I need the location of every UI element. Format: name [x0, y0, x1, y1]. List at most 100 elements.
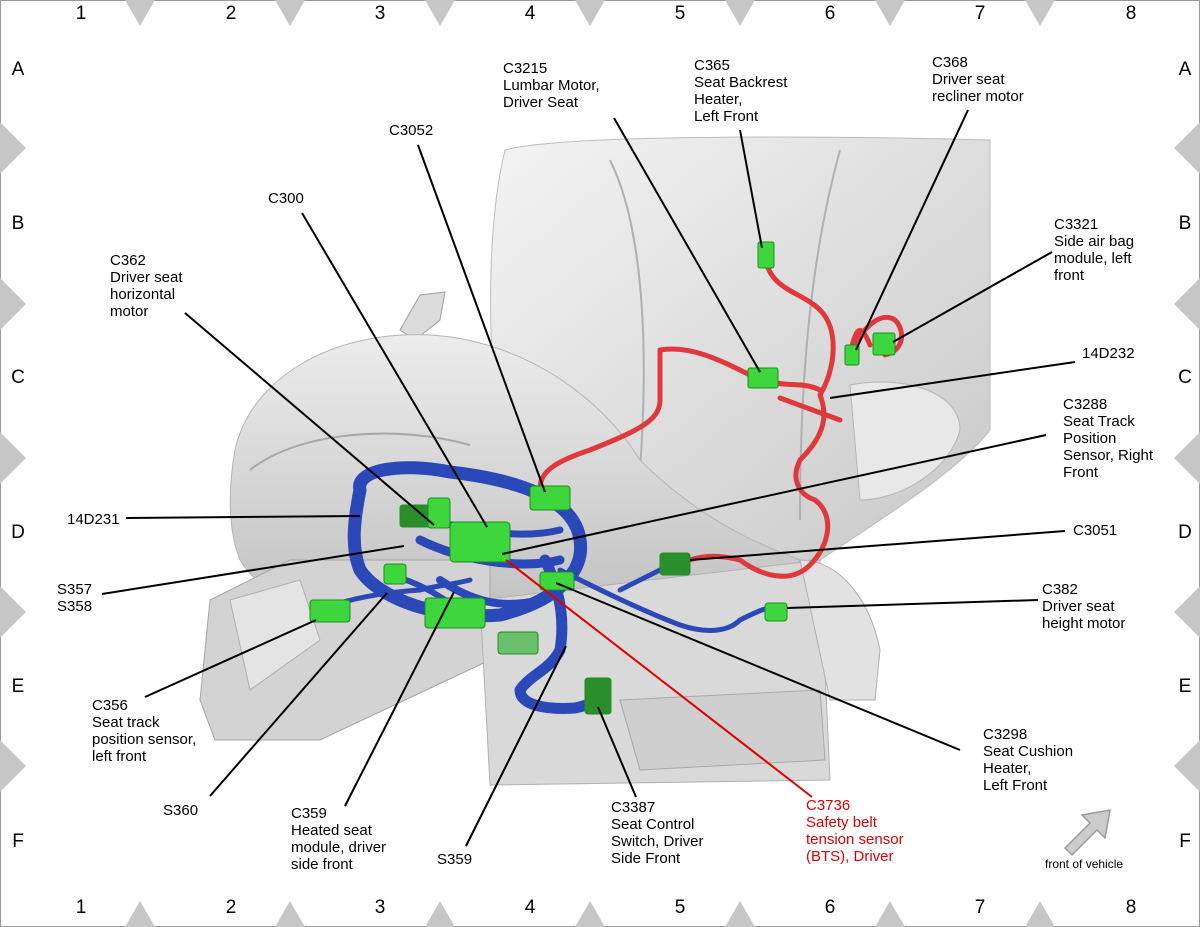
label-c3051-line-1: C3051	[1073, 522, 1118, 539]
label-c362-line-3: horizontal	[110, 286, 176, 303]
leader-lines	[101, 109, 1076, 847]
label-c3215: C3215 Lumbar Motor, Driver Seat	[503, 60, 600, 111]
label-c368-line-2: Driver seat	[932, 71, 1005, 88]
label-c3736-line-4: (BTS), Driver	[806, 848, 894, 865]
grid-col-bottom-5: 5	[674, 897, 686, 918]
front-of-vehicle-label: front of vehicle	[1045, 857, 1124, 871]
label-c356-line-2: Seat track	[92, 714, 160, 731]
label-c3387-line-3: Switch, Driver	[611, 833, 704, 850]
label-c3288-line-5: Front	[1063, 464, 1099, 481]
label-c3215-line-3: Driver Seat	[503, 94, 579, 111]
label-c3298: C3298 Seat Cushion Heater, Left Front	[983, 726, 1073, 794]
label-c382-line-1: C382	[1042, 581, 1078, 598]
grid-col-top-8: 8	[1125, 3, 1137, 24]
label-c356: C356 Seat track position sensor, left fr…	[92, 697, 196, 765]
grid-col-bottom-8: 8	[1125, 897, 1137, 918]
label-c300: C300	[268, 190, 304, 207]
grid-row-right-f: F	[1179, 831, 1191, 852]
label-c3298-line-2: Seat Cushion	[983, 743, 1074, 760]
grid-col-top-1: 1	[75, 3, 87, 24]
label-c359: C359 Heated seat module, driver side fro…	[291, 805, 386, 873]
grid-row-left-d: D	[11, 522, 25, 543]
label-c3052-line-1: C3052	[389, 122, 434, 139]
grid-col-top-6: 6	[824, 3, 836, 24]
label-c356-line-4: left front	[92, 748, 147, 765]
label-s357-line-2: S358	[57, 598, 93, 615]
label-s357-s358: S357 S358	[57, 581, 92, 615]
label-c3288: C3288 Seat Track Position Sensor, Right …	[1063, 396, 1153, 481]
label-c359-line-1: C359	[291, 805, 327, 822]
label-14d231: 14D231	[67, 511, 120, 528]
label-c3321-line-2: Side air bag	[1054, 233, 1135, 250]
grid-col-top-4: 4	[524, 3, 536, 24]
red-leader-line	[505, 559, 813, 798]
label-s357-line-1: S357	[57, 581, 93, 598]
grid-col-top-5: 5	[674, 3, 686, 24]
label-c356-line-1: C356	[92, 697, 128, 714]
grid-row-left-c: C	[11, 367, 25, 388]
label-c3298-line-1: C3298	[983, 726, 1028, 743]
grid-row-right-a: A	[1178, 59, 1192, 80]
label-s359: S359	[437, 851, 472, 868]
label-14d231-line-1: 14D231	[67, 511, 120, 528]
label-c3387-line-1: C3387	[611, 799, 656, 816]
grid-row-left-b: B	[11, 213, 25, 234]
grid-col-top-3: 3	[374, 3, 386, 24]
label-c368-line-1: C368	[932, 54, 968, 71]
grid-col-bottom-4: 4	[524, 897, 536, 918]
grid-col-bottom-7: 7	[974, 897, 986, 918]
label-s359-line-1: S359	[437, 851, 473, 868]
label-c365-line-1: C365	[694, 57, 730, 74]
label-c3288-line-1: C3288	[1063, 396, 1108, 413]
front-of-vehicle-arrow-icon	[1063, 809, 1111, 857]
label-c3288-line-3: Position	[1063, 430, 1117, 447]
label-c362-line-2: Driver seat	[110, 269, 183, 286]
label-c3298-line-3: Heater,	[983, 760, 1032, 777]
label-c359-line-3: module, driver	[291, 839, 387, 856]
label-c365-line-3: Heater,	[694, 91, 743, 108]
label-c3288-line-2: Seat Track	[1063, 413, 1135, 430]
label-c382-line-2: Driver seat	[1042, 598, 1115, 615]
grid-col-bottom-3: 3	[374, 897, 386, 918]
grid-col-bottom-2: 2	[225, 897, 237, 918]
grid-row-right-d: D	[1178, 522, 1192, 543]
grid-col-bottom-6: 6	[824, 897, 836, 918]
label-c3215-line-1: C3215	[503, 60, 548, 77]
grid-row-left-a: A	[11, 59, 25, 80]
label-c359-line-4: side front	[291, 856, 353, 873]
label-c365-line-2: Seat Backrest	[694, 74, 788, 91]
label-s360-line-1: S360	[163, 802, 199, 819]
label-c3321-line-1: C3321	[1054, 216, 1099, 233]
label-c365-line-4: Left Front	[694, 108, 759, 125]
label-c3288-line-4: Sensor, Right	[1063, 447, 1154, 464]
label-c3387-line-2: Seat Control	[611, 816, 695, 833]
label-c362: C362 Driver seat horizontal motor	[110, 252, 183, 320]
grid-col-top-2: 2	[225, 3, 237, 24]
label-c3051: C3051	[1073, 522, 1117, 539]
label-c3321-line-3: module, left	[1054, 250, 1132, 267]
label-c362-line-4: motor	[110, 303, 149, 320]
label-14d232-line-1: 14D232	[1082, 345, 1135, 362]
label-c3387: C3387 Seat Control Switch, Driver Side F…	[611, 799, 704, 867]
label-c3736: C3736 Safety belt tension sensor (BTS), …	[806, 797, 904, 865]
label-c382-line-3: height motor	[1042, 615, 1126, 632]
label-c362-line-1: C362	[110, 252, 146, 269]
label-c3387-line-4: Side Front	[611, 850, 681, 867]
grid-row-left-f: F	[12, 831, 24, 852]
label-c368-line-3: recliner motor	[932, 88, 1024, 105]
green-connectors	[309, 241, 896, 715]
grid-row-right-c: C	[1178, 367, 1192, 388]
label-c365: C365 Seat Backrest Heater, Left Front	[694, 57, 787, 125]
grid-row-right-e: E	[1178, 676, 1192, 697]
label-s360: S360	[163, 802, 198, 819]
label-c3215-line-2: Lumbar Motor,	[503, 77, 600, 94]
label-c3052: C3052	[389, 122, 433, 139]
label-c359-line-2: Heated seat	[291, 822, 372, 839]
label-14d232: 14D232	[1082, 345, 1135, 362]
label-c3736-line-2: Safety belt	[806, 814, 877, 831]
label-c3321-line-4: front	[1054, 267, 1085, 284]
label-c3321: C3321 Side air bag module, left front	[1054, 216, 1134, 284]
